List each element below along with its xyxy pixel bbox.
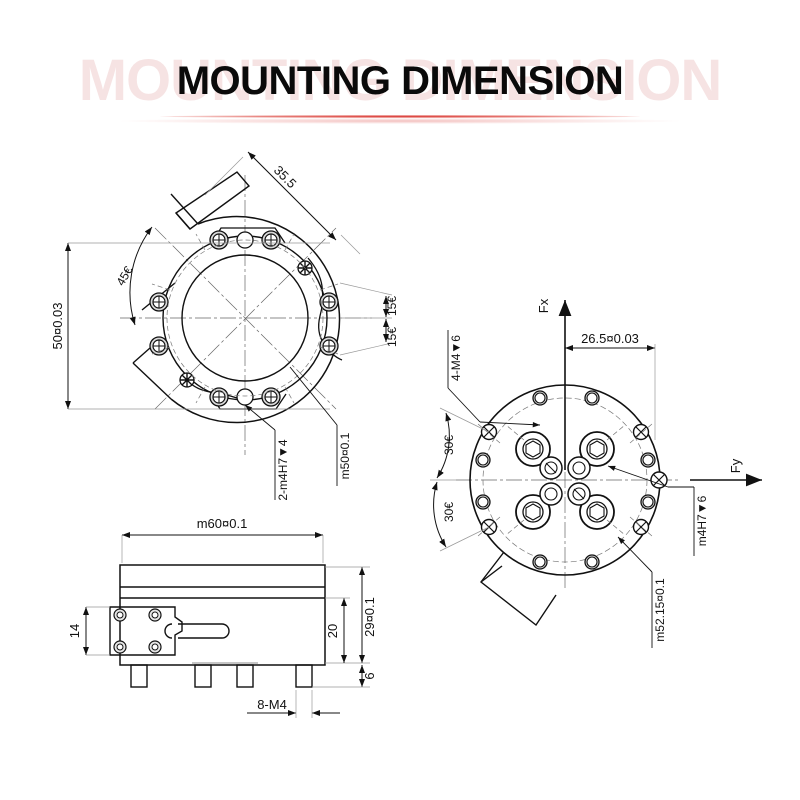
callout-pin-4h7: m4H7▼6 <box>607 465 709 556</box>
face-cable-arm <box>480 551 557 627</box>
callout-pin-4h7-label: m4H7▼6 <box>695 495 709 546</box>
dimension-50: 50¤0.03 <box>50 242 330 410</box>
callout-2-pin-holes-label: 2-m4H7▼4 <box>276 439 290 501</box>
view-side-elevation: m60¤0.1 14 29¤0.1 20 <box>67 516 377 718</box>
dimension-20-label: 20 <box>325 624 340 638</box>
angle-45: 45€ <box>113 226 153 326</box>
face-radial-ticks <box>477 423 653 537</box>
dimension-14-label: 14 <box>67 624 82 638</box>
face-small-holes <box>475 390 656 570</box>
force-axis-fy-label: Fy <box>728 458 743 473</box>
page-title: MOUNTING DIMENSION <box>176 59 624 103</box>
force-axis-fx-label: Fx <box>536 298 551 313</box>
callout-2-pin-holes: 2-m4H7▼4 <box>244 404 290 501</box>
callout-bore-52-15-label: m52.15¤0.1 <box>653 578 667 642</box>
force-axis-fx: Fx <box>536 298 572 470</box>
face-center-lines <box>456 372 680 590</box>
side-pin-shaft <box>164 623 230 639</box>
view-flange-ring: 50¤0.03 35.5 45€ 15€ <box>50 151 399 501</box>
callout-bore-50-label: m50¤0.1 <box>338 432 352 479</box>
face-center-sockets <box>539 456 591 506</box>
page-title-ghost: MOUNTING DIMENSION <box>78 48 723 113</box>
angle-15-pair: 15€ 15€ <box>339 282 399 356</box>
dimension-35-5-label: 35.5 <box>271 163 300 192</box>
dimension-14: 14 <box>67 606 110 656</box>
ring-bolt-circle <box>151 233 339 404</box>
callout-4-m4-label: 4-M4▼6 <box>449 335 463 381</box>
callout-bore-52-15: m52.15¤0.1 <box>617 536 667 648</box>
dimension-60: m60¤0.1 <box>121 516 324 563</box>
title-underline-glow <box>120 118 680 124</box>
dimension-50-label: 50¤0.03 <box>50 303 65 350</box>
face-tapped-holes <box>480 423 668 536</box>
face-hex-sockets <box>515 431 615 530</box>
page-title-banner: MOUNTING DIMENSION MOUNTING DIMENSION <box>0 22 800 124</box>
force-axis-fy: Fy <box>690 458 762 487</box>
side-studs <box>130 662 313 688</box>
view-sensor-face: Fx Fy 26.5¤0.03 30€ 30€ <box>430 298 762 648</box>
callout-4-m4: 4-M4▼6 <box>447 330 541 428</box>
side-bracket <box>109 606 183 656</box>
dimension-29-label: 29¤0.1 <box>362 597 377 637</box>
angle-30-top-label: 30€ <box>442 435 456 455</box>
dimension-20: 20 <box>325 597 350 663</box>
angle-30-bottom-label: 30€ <box>442 502 456 522</box>
dimension-60-label: m60¤0.1 <box>197 516 248 531</box>
dimension-8-m4: 8-M4 <box>247 690 340 718</box>
ring-screw-holes <box>149 230 339 407</box>
title-underline <box>160 115 640 118</box>
dimension-26-5: 26.5¤0.03 <box>565 331 656 440</box>
dimension-8-m4-label: 8-M4 <box>257 697 287 712</box>
angle-15-bottom-label: 15€ <box>385 327 399 347</box>
callout-bore-50: m50¤0.1 <box>289 366 352 486</box>
angle-15-top-label: 15€ <box>385 296 399 316</box>
dimension-6: 6 <box>312 665 377 688</box>
dimension-26-5-label: 26.5¤0.03 <box>581 331 639 346</box>
angle-30-pair: 30€ 30€ <box>430 407 490 552</box>
dimension-29: 29¤0.1 <box>325 566 377 664</box>
dimension-6-label: 6 <box>362 672 377 679</box>
